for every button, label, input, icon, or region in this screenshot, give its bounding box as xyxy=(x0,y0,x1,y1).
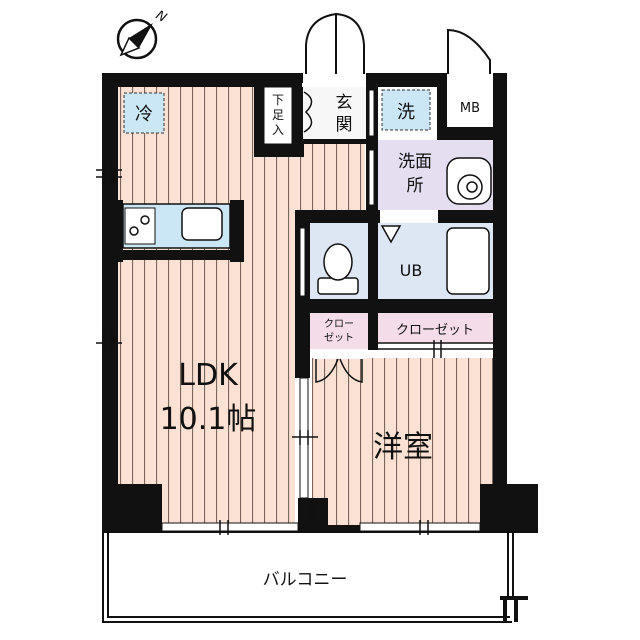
bath-label: UB xyxy=(400,261,423,280)
entrance-door xyxy=(305,12,365,74)
mb-door xyxy=(447,28,491,74)
ldk-size-label: 10.1帖 xyxy=(160,402,257,437)
entrance-label-2: 関 xyxy=(336,115,353,135)
shoe-storage-label-3: 入 xyxy=(272,123,284,137)
entrance-tile xyxy=(303,87,366,141)
ldk-name-label: LDK xyxy=(178,358,239,393)
meter-box-label: MB xyxy=(460,101,480,116)
shoe-storage-door xyxy=(303,91,313,133)
closet-small-door xyxy=(315,358,363,383)
air-conditioner-label: 冷 xyxy=(135,104,153,125)
wash-basin-icon xyxy=(446,157,492,205)
washing-machine-icon xyxy=(381,89,431,131)
window-ticks xyxy=(96,163,318,445)
western-room-floor xyxy=(312,358,494,526)
walls xyxy=(102,73,538,533)
bathtub-icon xyxy=(380,225,490,295)
closet-large-floor xyxy=(378,313,493,343)
western-room-label: 洋室 xyxy=(373,430,433,465)
toilet-icon xyxy=(317,243,359,295)
shoe-storage-label-1: 下 xyxy=(272,93,284,107)
closet-small-label-1: クロー xyxy=(324,318,354,330)
kitchen-counter xyxy=(122,203,231,249)
washroom-label-1: 洗面 xyxy=(398,152,432,172)
washing-machine-label: 洗 xyxy=(397,102,415,123)
closet-large-label: クローゼット xyxy=(396,323,474,338)
closet-small-label-2: ゼット xyxy=(324,332,354,344)
air-conditioner-icon xyxy=(123,92,165,134)
ldk-floor xyxy=(118,87,295,525)
north-label: N xyxy=(153,8,169,26)
closet-small-floor xyxy=(310,313,368,349)
shoe-storage xyxy=(263,86,293,145)
window-markers xyxy=(299,89,375,499)
closet-door-marks xyxy=(378,340,494,358)
balcony-outline xyxy=(102,533,514,623)
balcony-label: バルコニー xyxy=(263,570,348,590)
shoe-storage-label-2: 足 xyxy=(272,108,284,122)
north-arrow-icon xyxy=(116,18,158,60)
washroom-label-2: 所 xyxy=(407,176,424,196)
entrance-label-1: 玄 xyxy=(336,93,353,113)
